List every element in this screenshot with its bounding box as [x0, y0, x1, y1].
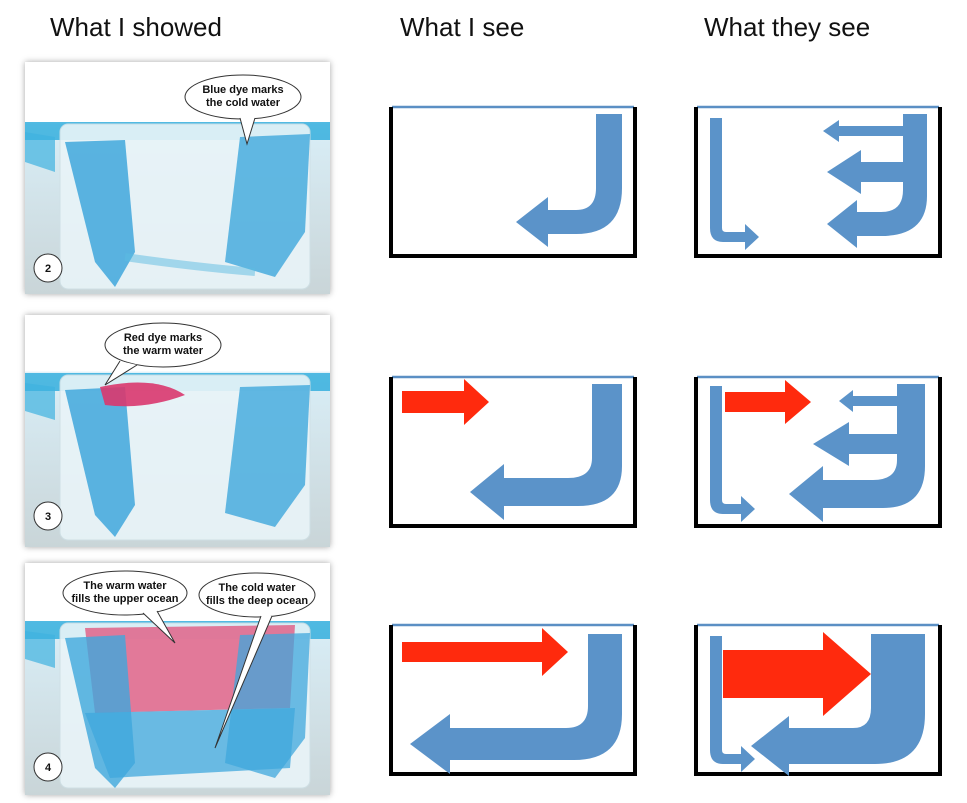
tank-what-they-see-1 [694, 105, 942, 258]
step-number: 2 [45, 263, 51, 275]
cold-water-arrow [470, 384, 622, 520]
bubble-text: fills the deep ocean [206, 595, 308, 607]
cold-side-arrow [823, 120, 905, 142]
warm-water-arrow [723, 632, 871, 716]
cold-water-arrow [516, 114, 622, 247]
tank-what-i-see-2 [389, 375, 637, 528]
warm-water-arrow [402, 379, 489, 425]
cold-water-arrow [410, 634, 622, 774]
photo-step-2: Blue dye marks the cold water 2 [25, 62, 330, 294]
step-number: 3 [45, 511, 51, 523]
cold-side-arrow [839, 390, 899, 412]
column-heading-what-i-showed: What I showed [50, 12, 222, 42]
cold-water-arrow [827, 114, 927, 248]
tank-outline [389, 625, 637, 776]
tank-outline [694, 377, 942, 528]
tank-what-they-see-2 [694, 375, 942, 528]
warm-water-arrow [402, 628, 568, 676]
step-number: 4 [45, 762, 52, 774]
bubble-text: the warm water [123, 345, 204, 357]
cold-side-arrow [827, 150, 905, 194]
bubble-text: fills the upper ocean [72, 593, 179, 605]
tank-outline [694, 625, 942, 776]
cold-water-arrow [789, 384, 925, 522]
cold-side-arrow [813, 422, 899, 466]
thin-cold-return-arrow [710, 386, 755, 522]
warm-water-arrow [725, 380, 811, 424]
thin-cold-return-arrow [710, 118, 759, 250]
bubble-text: Red dye marks [124, 332, 202, 344]
column-heading-what-i-see: What I see [400, 12, 525, 42]
tank-what-they-see-3 [694, 623, 942, 776]
photo-step-3: Red dye marks the warm water 3 [25, 315, 330, 547]
bubble-text: The cold water [218, 582, 296, 594]
photo-step-4: The warm water fills the upper ocean The… [25, 563, 330, 795]
tank-what-i-see-1 [389, 105, 637, 258]
tank-outline [694, 107, 942, 258]
column-heading-what-they-see: What they see [704, 12, 871, 42]
cold-water-arrow [751, 634, 925, 776]
tank-what-i-see-3 [389, 623, 637, 776]
thin-cold-return-arrow [710, 636, 755, 772]
bubble-text: The warm water [83, 580, 167, 592]
tank-outline [389, 107, 637, 258]
tank-outline [389, 377, 637, 528]
bubble-text: the cold water [206, 97, 281, 109]
bubble-text: Blue dye marks [202, 84, 283, 96]
